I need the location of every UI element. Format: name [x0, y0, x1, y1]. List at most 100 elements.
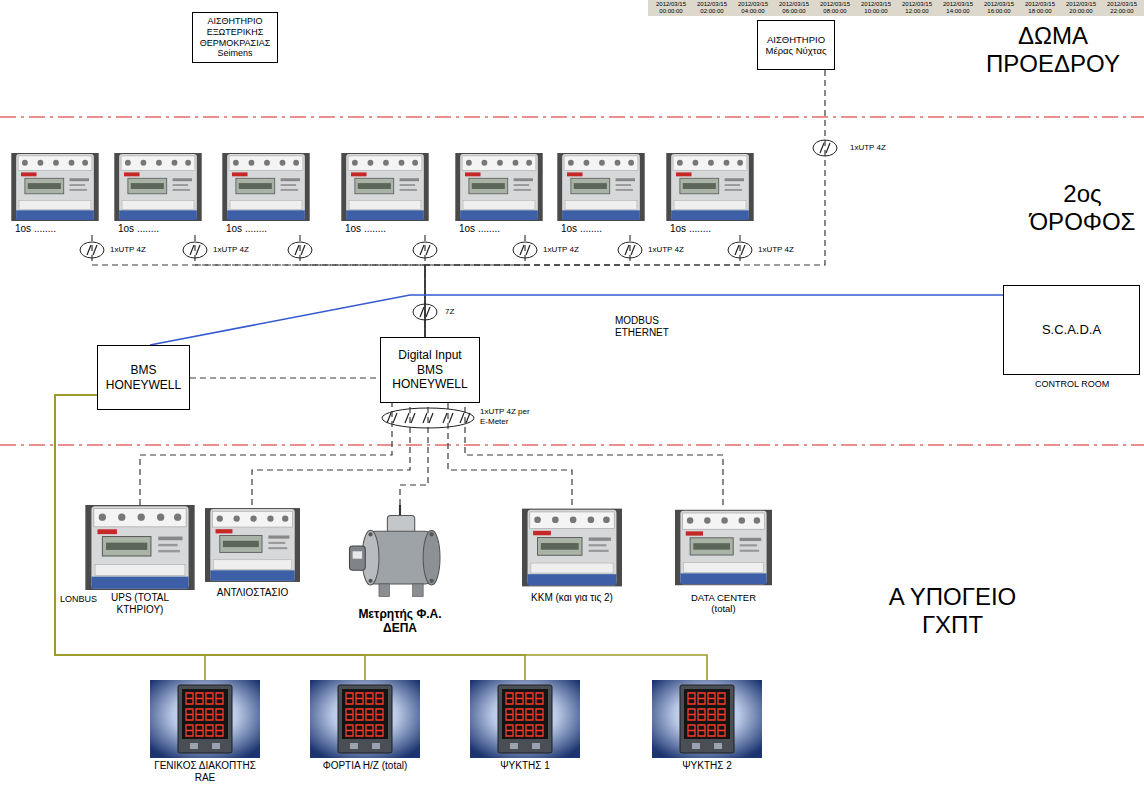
cable-label: 1xUTP 4Z [648, 245, 684, 255]
cable-mark [728, 242, 752, 258]
signal-cable [140, 403, 392, 505]
gas-meter-image [349, 505, 440, 597]
node-text: 1os ........ [118, 223, 198, 235]
node-text: ΦΟΡΤΙΑ Η/Ζ (total) [314, 760, 416, 772]
panel-meter-image [652, 680, 762, 758]
meter-image [455, 153, 542, 221]
bus-line [55, 395, 365, 680]
axis-tick-label: 2012/03/15 22:00:00 [1103, 1, 1141, 14]
signal-cable [448, 403, 572, 505]
bus-line [55, 395, 525, 680]
energy-meter: UPS (TOTAL ΚΤΗΡΙΟΥ) [85, 505, 195, 616]
panel-meter-image [150, 680, 260, 758]
cable-label: 1xUTP 4Z [850, 143, 886, 153]
floor-divider [0, 444, 1144, 446]
cable-label: 7Z [445, 307, 454, 317]
bus-label: LONBUS [60, 594, 97, 605]
meter-image [675, 510, 772, 585]
controller-box: BMS HONEYWELL [97, 345, 190, 410]
energy-meter: 1os ........ [221, 153, 311, 235]
meter-image [522, 509, 622, 587]
cable-mark [443, 413, 453, 423]
signal-cable [195, 235, 425, 337]
meter-image [666, 153, 753, 221]
cable-mark [183, 242, 207, 258]
signal-cable [300, 235, 425, 337]
node-text: 1os ........ [345, 223, 425, 235]
panel-meter: ΦΟΡΤΙΑ Η/Ζ (total) [310, 680, 420, 772]
node-text: DATA CENTER (total) [678, 592, 769, 615]
cable-mark [423, 413, 433, 423]
cable-label: 1xUTP 4Z [543, 245, 579, 255]
node-text: 1os ........ [15, 223, 95, 235]
meter-image [341, 153, 428, 221]
signal-cable [425, 70, 825, 337]
energy-meter: 1os ........ [665, 153, 755, 235]
signal-cable [252, 403, 410, 505]
axis-tick-label: 2012/03/15 08:00:00 [816, 1, 854, 14]
input-module-box: Digital Input BMS HONEYWELL [380, 337, 480, 403]
node-text: ΨΥΚΤΗΣ 2 [656, 760, 758, 772]
panel-meter: ΨΥΚΤΗΣ 2 [652, 680, 762, 772]
node-text: 1os ........ [561, 223, 641, 235]
signal-cable [425, 235, 630, 337]
energy-meter: ΑΝΤΛΙΟΣΤΑΣΙΟ [205, 505, 300, 599]
meter-image [222, 153, 309, 221]
bus-line [55, 395, 205, 680]
bus-line [55, 395, 707, 680]
energy-meter: 1os ........ [454, 153, 544, 235]
cable-mark [413, 242, 437, 258]
zone-label: 2ος ΌΡΟΦΟΣ [1025, 180, 1140, 235]
signal-cable [425, 235, 740, 337]
axis-tick-label: 2012/03/15 12:00:00 [898, 1, 936, 14]
cable-mark [413, 304, 437, 320]
axis-tick-label: 2012/03/15 00:00:00 [652, 1, 690, 14]
energy-meter: ΚΚΜ (και για τις 2) [522, 505, 622, 604]
cable-mark [288, 242, 312, 258]
signal-cable [92, 235, 425, 337]
node-text: S.C.A.D.A [1008, 322, 1135, 338]
node-text: ΨΥΚΤΗΣ 1 [474, 760, 576, 772]
meter-image [11, 153, 98, 221]
panel-meter: ΨΥΚΤΗΣ 1 [470, 680, 580, 772]
cable-label: 1xUTP 4Z [213, 245, 249, 255]
node-text: BMS HONEYWELL [102, 363, 185, 392]
node-text: ΑΝΤΛΙΟΣΤΑΣΙΟ [207, 587, 298, 599]
cable-label: 1xUTP 4Z [110, 245, 146, 255]
node-text: Digital Input BMS HONEYWELL [385, 348, 475, 391]
node-text: 1os ........ [226, 223, 306, 235]
axis-tick-label: 2012/03/15 18:00:00 [1021, 1, 1059, 14]
zone-label: ΔΩΜΑ ΠΡΟΕΔΡΟΥ [978, 22, 1128, 77]
bus-label: MODBUS ETHERNET [615, 315, 677, 339]
cable-label: 1xUTP 4Z per E-Meter [480, 407, 538, 426]
energy-meter: DATA CENTER (total) [675, 505, 772, 615]
panel-meter: ΓΕΝΙΚΟΣ ΔΙΑΚΟΠΤΗΣ RAE [150, 680, 260, 784]
energy-meter: 1os ........ [113, 153, 203, 235]
bus-line [150, 295, 1003, 345]
signal-cable [425, 235, 525, 337]
meter-image [205, 508, 300, 582]
gas-meter: Μετρητής Φ.Α. ΔΕΠΑ [345, 505, 455, 636]
meter-image [557, 153, 644, 221]
panel-meter-image [470, 680, 580, 758]
node-text: ΚΚΜ (και για τις 2) [526, 592, 618, 604]
cable-mark [405, 413, 415, 423]
node-text: UPS (TOTAL ΚΤΗΡΙΟΥ) [99, 592, 181, 616]
sensor-box: ΑΙΣΘΗΤΗΡΙΟ Μέρας Νύχτας [757, 20, 835, 70]
chart-strip [648, 0, 1144, 16]
cable-mark [387, 413, 397, 423]
node-text: ΑΙΣΘΗΤΗΡΙΟ Μέρας Νύχτας [762, 34, 830, 57]
axis-tick-label: 2012/03/15 06:00:00 [775, 1, 813, 14]
signal-cable [400, 403, 428, 505]
cable-mark [382, 408, 474, 428]
axis-tick-label: 2012/03/15 16:00:00 [980, 1, 1018, 14]
axis-tick-label: 2012/03/15 04:00:00 [734, 1, 772, 14]
axis-tick-label: 2012/03/15 10:00:00 [857, 1, 895, 14]
zone-label: Α ΥΠΟΓΕΙΟ ΓΧΠΤ [860, 583, 1045, 638]
cable-mark [460, 413, 470, 423]
panel-meter-image [310, 680, 420, 758]
energy-meter: 1os ........ [340, 153, 430, 235]
signal-cable [190, 377, 380, 378]
